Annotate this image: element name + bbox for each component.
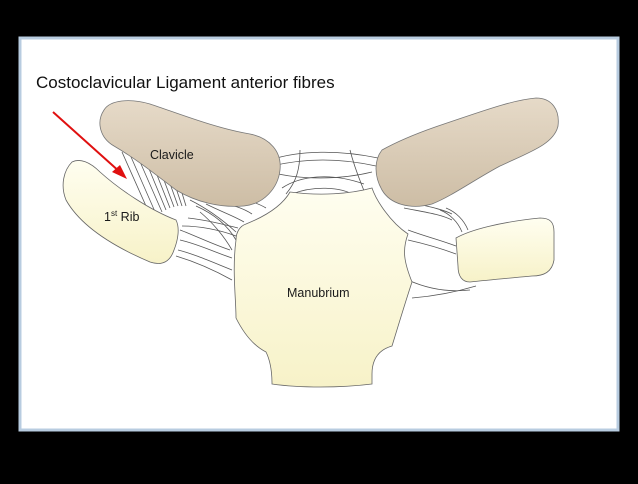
sternoclavicular-fibres-right: [399, 199, 477, 299]
diagram-title: Costoclavicular Ligament anterior fibres: [36, 73, 335, 92]
manubrium: [233, 187, 413, 388]
red-arrow-icon: [52, 111, 127, 179]
first-rib-left: [62, 160, 179, 264]
clavicle-label: Clavicle: [150, 148, 194, 162]
first-rib-label: 1st Rib: [104, 208, 140, 224]
first-rib-right: [455, 217, 555, 283]
rib-ordinal-suffix: st: [110, 208, 118, 218]
manubrium-label: Manubrium: [287, 286, 350, 300]
rib-number: 1: [104, 210, 111, 224]
interclavicular-ligament: [269, 149, 379, 197]
clavicle-left: [99, 100, 281, 207]
rib-word: Rib: [120, 210, 140, 224]
clavicle-right: [375, 97, 559, 207]
